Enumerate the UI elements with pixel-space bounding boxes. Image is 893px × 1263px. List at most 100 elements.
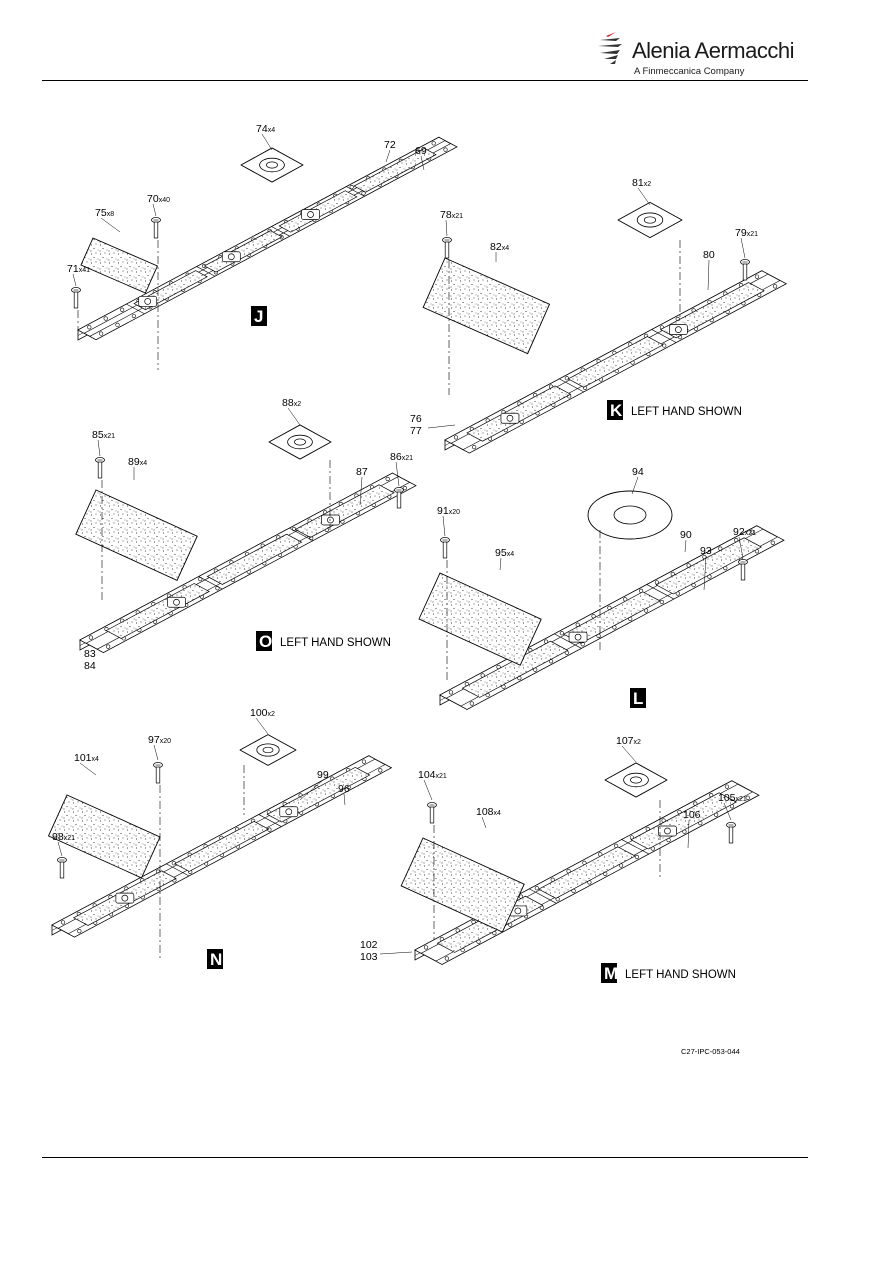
fitting-hole xyxy=(144,298,152,305)
floor-panel xyxy=(294,484,395,538)
leader-line xyxy=(379,951,413,955)
rib xyxy=(651,329,677,343)
floor-panel xyxy=(630,792,738,850)
screw-shank xyxy=(153,221,159,239)
callout-qty: x2 xyxy=(634,739,642,746)
floor-panel xyxy=(567,336,664,388)
fastener-hole xyxy=(749,529,755,534)
view-k-assembly xyxy=(422,201,788,454)
callout-90: 90 xyxy=(680,529,692,541)
rib xyxy=(196,266,215,277)
fitting-hole xyxy=(285,808,293,816)
loose-floor-panel xyxy=(75,489,198,581)
screw-shank xyxy=(429,806,435,824)
callout-qty: x4 xyxy=(502,245,510,252)
callout-87: 87 xyxy=(356,466,368,478)
callout-69: 69 xyxy=(415,145,427,157)
view-letter-O: O xyxy=(259,632,272,651)
fitting-hole xyxy=(506,414,514,422)
leader-line xyxy=(631,476,639,495)
logo-swoosh-icon xyxy=(598,32,622,64)
callout-106: 106 xyxy=(683,809,701,821)
plate-hole xyxy=(266,161,278,169)
view-letter-N: N xyxy=(210,950,222,969)
rib xyxy=(529,888,557,904)
leader-line xyxy=(385,149,391,163)
leader-line xyxy=(420,155,425,171)
view-n-assembly xyxy=(47,734,393,960)
screw-shank xyxy=(444,241,450,259)
plate-hole xyxy=(294,438,306,446)
callout-99: 99 xyxy=(317,769,329,781)
view-tag-J xyxy=(251,306,267,326)
fitting-hole xyxy=(514,907,522,915)
rib xyxy=(554,633,582,649)
leader-line xyxy=(97,439,101,457)
plate-hole xyxy=(630,776,642,784)
fastener-hole xyxy=(87,325,92,330)
leader-line xyxy=(255,717,269,735)
header-rule xyxy=(42,80,808,81)
fastener-hole xyxy=(106,644,111,649)
floor-panel xyxy=(655,537,763,595)
leader-line xyxy=(152,203,157,217)
callout-qty: x4 xyxy=(92,756,100,763)
callout-86: 86x21 xyxy=(390,451,413,463)
fastener-hole xyxy=(534,886,539,891)
callout-79: 79x21 xyxy=(735,227,758,239)
fastener-hole xyxy=(662,343,667,348)
fitting-hole xyxy=(675,326,682,333)
fitting-hole xyxy=(173,598,180,606)
edge-strip xyxy=(96,481,417,653)
callout-qty: x8 xyxy=(107,211,115,218)
callout-88: 88x2 xyxy=(282,397,301,409)
oval-doubler-hole xyxy=(613,505,647,525)
callout-qty: x20 xyxy=(449,509,460,516)
callout-75: 75x8 xyxy=(95,207,114,219)
callout-qty: x4 xyxy=(494,810,502,817)
leader-line xyxy=(423,779,433,801)
leader-line xyxy=(703,555,707,591)
fastener-hole xyxy=(431,141,436,146)
leader-line xyxy=(427,424,456,429)
rib xyxy=(621,839,649,855)
view-tag-K xyxy=(607,400,623,420)
brand-name: Alenia Aermacchi xyxy=(632,38,794,63)
fastener-hole xyxy=(770,540,775,545)
fastener-hole xyxy=(559,631,564,636)
leader-line xyxy=(79,762,97,776)
fastener-hole xyxy=(115,322,120,327)
callout-81: 81x2 xyxy=(632,177,651,189)
loose-floor-panel xyxy=(422,257,551,355)
callout-80: 80 xyxy=(703,249,715,261)
screw-shank xyxy=(396,491,402,509)
callout-qty: x4 xyxy=(268,127,276,134)
screw-shank xyxy=(59,861,65,879)
floor-panel xyxy=(174,821,270,872)
company-logo: Alenia Aermacchi A Finmeccanica Company xyxy=(596,24,796,84)
callout-78: 78x21 xyxy=(440,209,463,221)
callout-qty: x21 xyxy=(436,773,447,780)
leader-line xyxy=(359,476,363,506)
edge-strip xyxy=(444,270,769,444)
rib xyxy=(271,226,290,237)
rib xyxy=(166,863,190,877)
loose-floor-panel xyxy=(80,237,158,294)
callout-108: 108x4 xyxy=(476,806,501,818)
fastener-hole xyxy=(772,284,778,289)
view-caption-O: LEFT HAND SHOWN xyxy=(280,637,391,649)
figure-id: C27-IPC-053-044 xyxy=(681,1047,740,1056)
loose-floor-panel xyxy=(47,794,161,879)
leader-line xyxy=(445,219,448,237)
leader-line xyxy=(637,187,651,206)
callout-qty: x21 xyxy=(747,231,758,238)
view-tag-L xyxy=(630,688,646,708)
screw-shank xyxy=(728,826,734,844)
rib xyxy=(646,584,674,600)
leader-line xyxy=(287,407,301,426)
floor-panel xyxy=(206,533,303,585)
rib xyxy=(126,303,145,315)
brand-tagline: A Finmeccanica Company xyxy=(634,66,745,77)
callout-qty: x40 xyxy=(159,197,170,204)
view-tag-N xyxy=(207,949,223,969)
